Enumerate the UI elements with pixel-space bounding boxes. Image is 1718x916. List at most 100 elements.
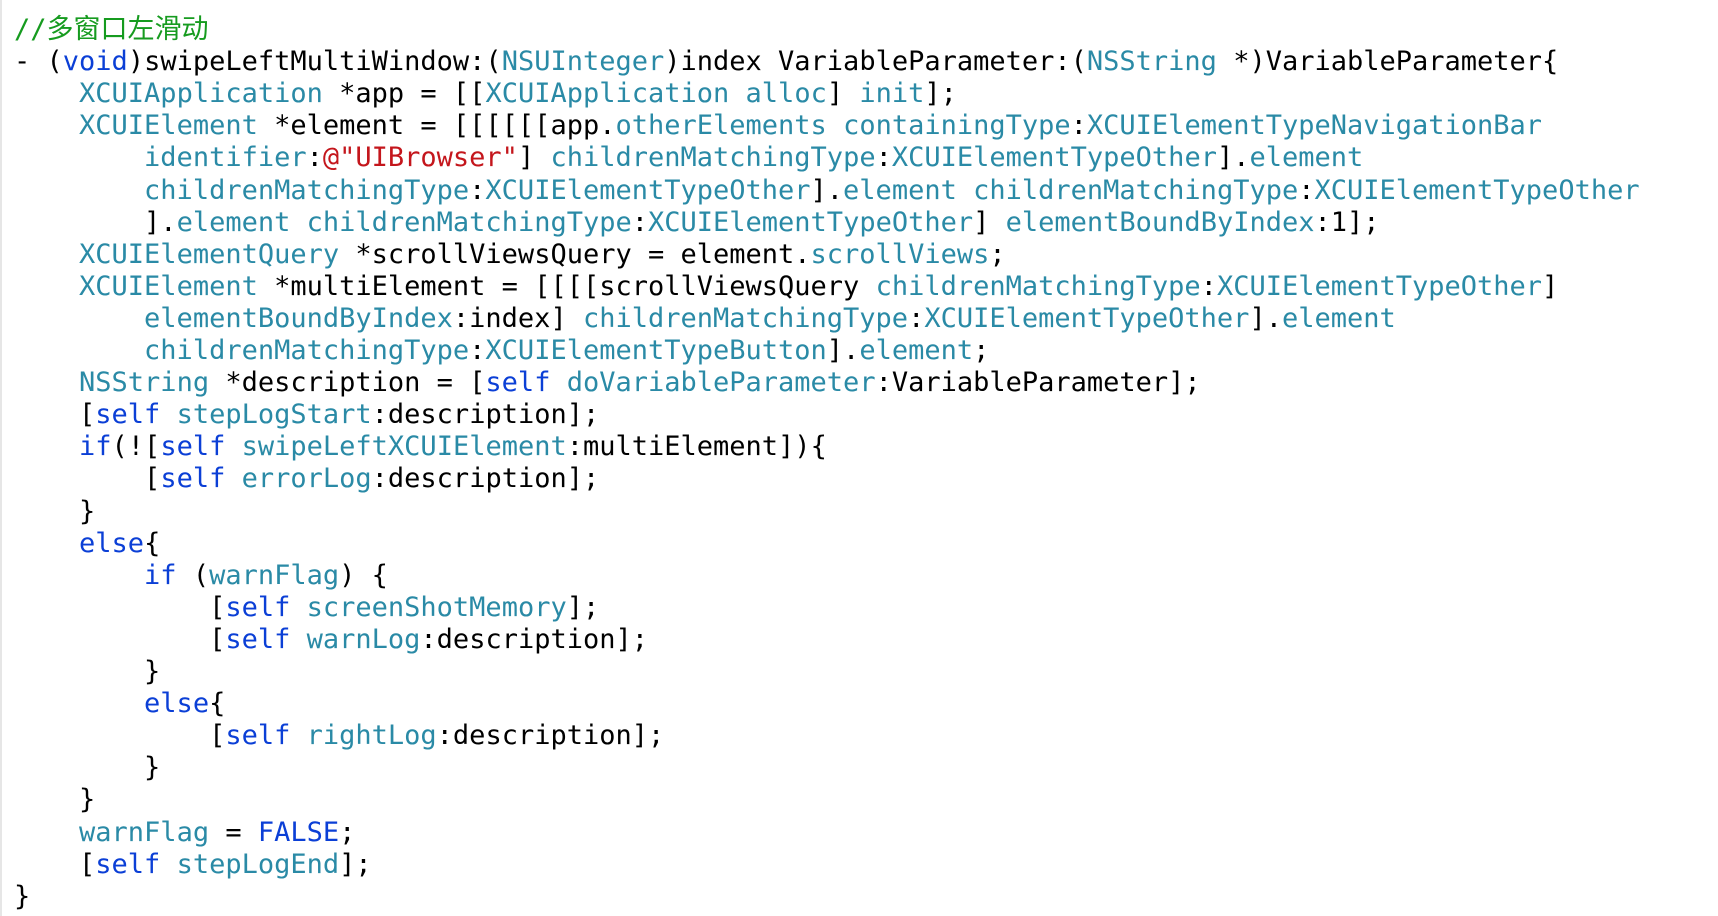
code-line: XCUIApplication *app = [[XCUIApplication… <box>14 78 957 110</box>
code-line: [self warnLog:description]; <box>14 624 648 656</box>
code-token: :index] <box>452 302 583 334</box>
code-token: ]; <box>339 848 372 880</box>
code-token: if <box>79 431 112 463</box>
code-token: self <box>95 848 161 880</box>
code-line: [self errorLog:description]; <box>14 463 599 495</box>
code-token: ]. <box>826 335 860 366</box>
code-token: self <box>160 463 226 495</box>
code-token <box>957 175 973 206</box>
code-token: : <box>469 174 486 206</box>
code-token: } <box>14 880 31 912</box>
code-token: XCUIApplication <box>79 78 323 110</box>
code-token: *element = [[[[[[app. <box>257 110 616 142</box>
code-token: NSString <box>79 367 210 399</box>
code-token: :multiElement]){ <box>566 431 827 463</box>
code-line: else{ <box>14 688 225 720</box>
code-token: ] <box>517 142 551 174</box>
code-token: XCUIElementQuery <box>79 238 340 270</box>
code-token <box>14 175 144 206</box>
code-token: :description]; <box>371 463 600 495</box>
code-token <box>290 592 306 623</box>
code-token: stepLogStart <box>176 399 372 431</box>
code-token: :description]; <box>420 623 648 655</box>
code-token <box>729 78 745 109</box>
code-token: : <box>469 335 486 366</box>
code-token: : <box>1070 110 1087 142</box>
code-token: XCUIElementTypeOther <box>891 142 1217 174</box>
code-token <box>290 207 306 238</box>
code-token: childrenMatchingType <box>550 142 876 174</box>
code-token: scrollViews <box>810 238 990 270</box>
code-token: XCUIElement <box>79 270 258 302</box>
code-token <box>225 463 241 494</box>
code-line: } <box>14 496 95 528</box>
code-token: )index VariableParameter:( <box>664 46 1087 78</box>
code-token: childrenMatchingType <box>144 335 470 366</box>
code-token <box>14 688 144 719</box>
code-token <box>14 817 79 848</box>
code-token: : <box>908 302 925 334</box>
code-token: ]; <box>566 591 600 623</box>
editor-left-border <box>0 0 2 916</box>
code-token <box>14 367 79 398</box>
code-token: ; <box>339 816 356 848</box>
code-token: : <box>1200 270 1217 302</box>
code-token: elementBoundByIndex <box>1005 206 1315 238</box>
code-token: self <box>95 399 161 431</box>
code-token: alloc <box>745 78 827 110</box>
code-token: ]. <box>1216 142 1250 174</box>
code-token <box>290 624 306 655</box>
code-token <box>14 528 79 559</box>
code-token: element <box>859 335 974 366</box>
code-line: childrenMatchingType:XCUIElementTypeOthe… <box>14 175 1640 207</box>
code-line: [self rightLog:description]; <box>14 720 664 752</box>
code-token: { <box>144 527 161 559</box>
code-token: NSString <box>1086 46 1217 78</box>
code-token: XCUIElementTypeNavigationBar <box>1086 110 1543 142</box>
code-line: elementBoundByIndex:index] childrenMatch… <box>14 303 1396 335</box>
code-token: XCUIElementTypeButton <box>485 335 827 366</box>
code-token: element <box>843 174 957 206</box>
code-token <box>14 303 144 334</box>
code-token <box>14 560 144 591</box>
code-token: [ <box>14 399 96 431</box>
code-token: init <box>859 78 925 110</box>
code-token: ; <box>989 238 1006 270</box>
code-token: = <box>209 816 258 848</box>
code-line: NSString *description = [self doVariable… <box>14 367 1201 399</box>
code-token: self <box>225 591 291 623</box>
code-token: XCUIElement <box>79 110 258 142</box>
code-token: doVariableParameter <box>566 367 876 399</box>
code-token: *description = [ <box>209 367 486 399</box>
code-token: element <box>1281 302 1396 334</box>
code-token: } <box>14 784 96 816</box>
code-token: )swipeLeftMultiWindow:( <box>127 46 502 78</box>
code-token: [ <box>14 848 96 880</box>
code-token: otherElements <box>615 110 827 142</box>
code-token <box>160 399 176 430</box>
code-token: ]. <box>1249 302 1282 334</box>
code-token <box>14 431 79 462</box>
code-token: ( <box>176 559 210 591</box>
code-line: [self stepLogStart:description]; <box>14 399 599 431</box>
code-token: } <box>14 656 161 687</box>
code-token: :description]; <box>436 720 665 752</box>
code-token: self <box>225 720 291 752</box>
code-token: stepLogEnd <box>176 848 340 880</box>
code-token: warnFlag <box>209 559 340 591</box>
code-token: if <box>144 559 177 591</box>
code-token: childrenMatchingType <box>144 174 470 206</box>
code-token: ) { <box>339 559 388 591</box>
code-token: element <box>1249 142 1364 174</box>
code-token: { <box>209 688 226 720</box>
code-line: XCUIElementQuery *scrollViewsQuery = ele… <box>14 239 1006 271</box>
code-token: identifier <box>144 142 307 174</box>
code-token: @"UIBrowser" <box>322 142 518 174</box>
code-line: warnFlag = FALSE; <box>14 817 355 849</box>
code-token: *multiElement = [[[[scrollViewsQuery <box>257 270 876 302</box>
code-token: :1]; <box>1314 206 1380 238</box>
code-token <box>14 335 144 366</box>
code-token <box>14 110 79 141</box>
code-token <box>550 367 566 398</box>
